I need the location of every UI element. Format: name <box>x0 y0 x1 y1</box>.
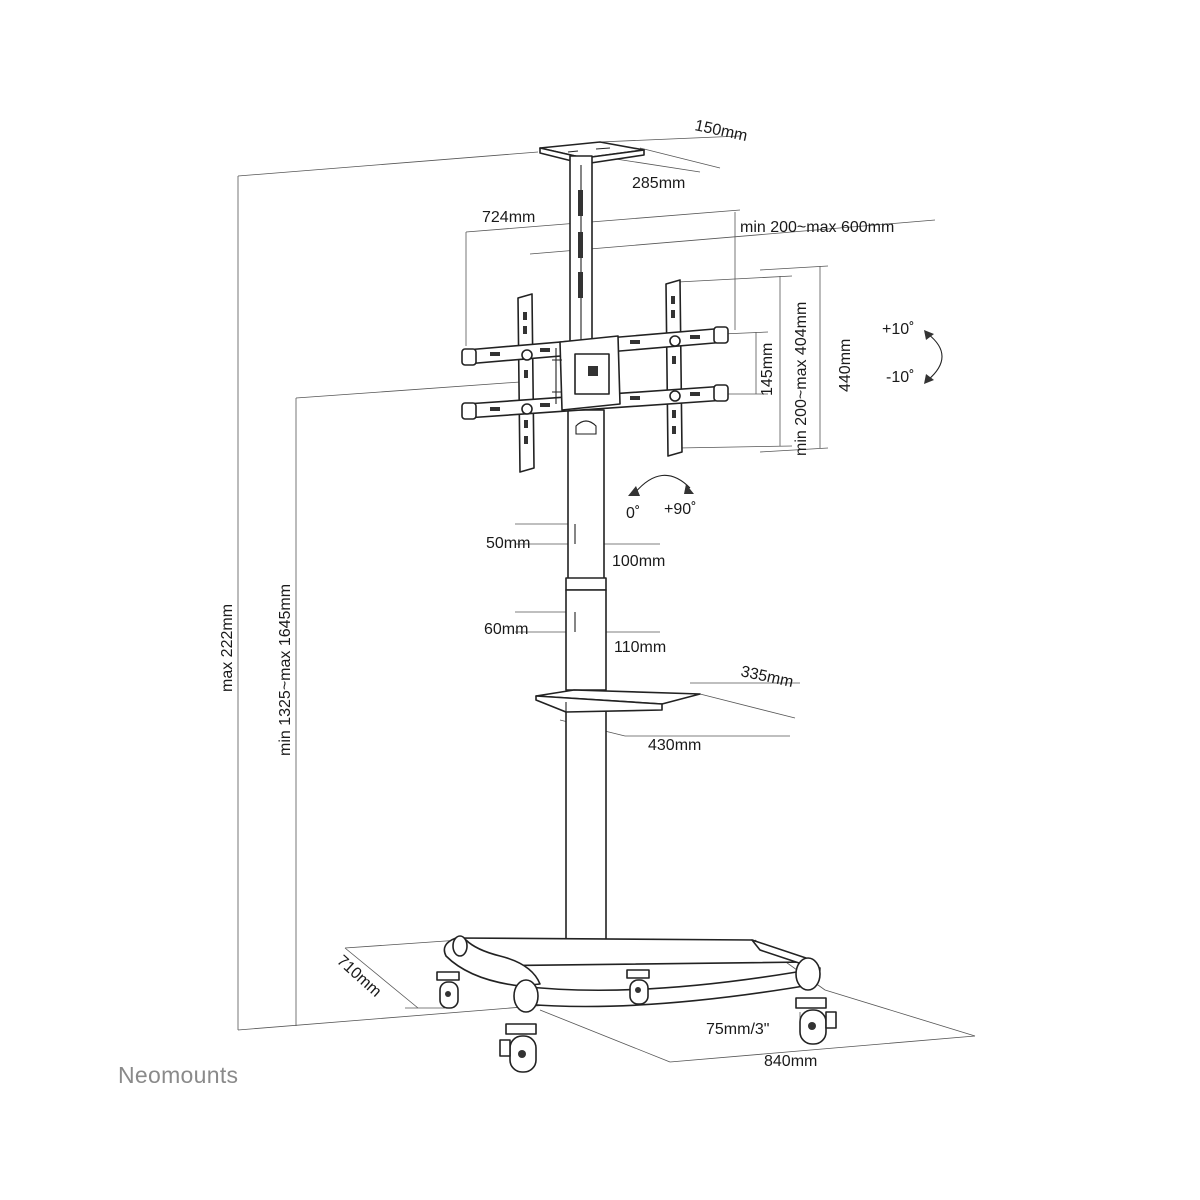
top-shelf-width-label: 285mm <box>632 175 685 192</box>
tilt-up-label: +10˚ <box>882 321 914 338</box>
tilt-down-label: -10˚ <box>886 369 914 386</box>
rotate-start-label: 0˚ <box>626 505 640 522</box>
tilt-arrow <box>924 330 943 384</box>
bracket-height-label: 440mm <box>837 339 854 392</box>
top-shelf-depth-label: 150mm <box>693 117 749 145</box>
max-height-label: max 222mm <box>219 604 236 692</box>
upper-pole-depth-label: 50mm <box>486 535 530 552</box>
vesa-horizontal-label: min 200~max 600mm <box>740 219 894 236</box>
caster-right-front <box>795 997 837 1045</box>
vesa-bracket <box>461 279 729 473</box>
lower-pole-depth-label: 60mm <box>484 621 528 638</box>
lower-pole-width-label: 110mm <box>614 639 666 656</box>
shelf-width-label: 430mm <box>648 737 701 754</box>
screen-center-height-label: min 1325~max 1645mm <box>277 584 294 756</box>
upper-pole-width-label: 100mm <box>612 553 665 570</box>
base-width-label: 840mm <box>764 1053 817 1070</box>
base <box>443 935 821 1013</box>
brand-logo-text: Neomounts <box>118 1062 238 1088</box>
upper-mast <box>569 155 593 353</box>
rotate-end-label: +90˚ <box>664 501 696 518</box>
rotate-arrow <box>628 474 694 496</box>
caster-size-label: 75mm/3" <box>706 1021 769 1038</box>
rail-spacing-label: 145mm <box>759 343 776 396</box>
bracket-width-label: 724mm <box>482 209 535 226</box>
caster-left-front <box>499 1023 537 1073</box>
caster-center-rear <box>626 969 650 1005</box>
shelf-depth-label: 335mm <box>739 663 795 691</box>
main-pole <box>565 409 607 947</box>
vesa-vertical-label: min 200~max 404mm <box>793 302 810 456</box>
middle-shelf <box>535 689 701 713</box>
caster-left-rear <box>436 971 460 1009</box>
